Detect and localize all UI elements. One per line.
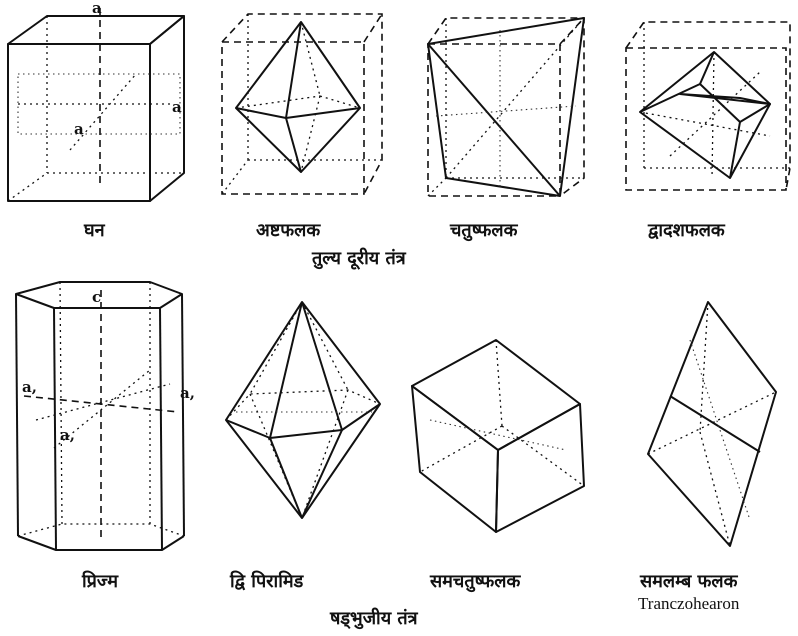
- prism-label: प्रिज्म: [81, 570, 119, 592]
- cube-label: घन: [83, 220, 106, 241]
- bipyramid-label: द्वि पिरामिड: [229, 570, 305, 592]
- rhombohedron-figure: [411, 339, 585, 533]
- octahedron-label: अष्टफलक: [256, 220, 321, 241]
- prism-axis-right-label: a,: [180, 384, 195, 402]
- dodecahedron-figure: [625, 21, 791, 191]
- tetrahedron-label: चतुष्फलक: [449, 220, 519, 242]
- trapezohedron-label: समलम्ब फलक: [639, 571, 739, 592]
- rhombohedron-label: समचतुष्फलक: [429, 571, 521, 593]
- cube-axis-top-label: a: [92, 0, 102, 17]
- tetrahedron-figure: [427, 17, 585, 197]
- trapezohedron-latin-label: Tranczohearon: [638, 594, 740, 613]
- cube-axis-front-label: a: [74, 120, 84, 138]
- bipyramid-figure: [225, 301, 381, 519]
- prism-axis-top-label: c: [92, 288, 101, 306]
- prism-axis-front-label: a,: [60, 426, 75, 444]
- hexagonal-system-caption: षड्भुजीय तंत्र: [329, 607, 419, 630]
- cube-axis-right-label: a: [172, 98, 182, 116]
- cubic-system-caption: तुल्य दूरीय तंत्र: [311, 247, 407, 270]
- cube-figure: a a a: [7, 0, 185, 202]
- prism-figure: c a, a, a,: [15, 281, 195, 551]
- prism-axis-left-label: a,: [22, 378, 37, 396]
- dodecahedron-label: द्वादशफलक: [647, 220, 726, 241]
- octahedron-figure: [221, 13, 383, 195]
- trapezohedron-figure: [647, 301, 777, 547]
